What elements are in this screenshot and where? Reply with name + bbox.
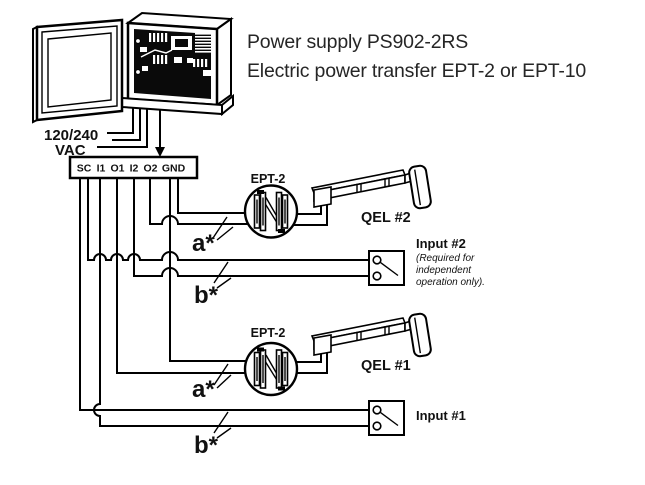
circuit-board-components: [135, 33, 212, 76]
title-line1: Power supply PS902-2RS: [247, 31, 468, 53]
ept-circle-bottom: [243, 341, 299, 397]
wire-label-b-bottom: b*: [194, 432, 219, 459]
hinge-screw: [135, 38, 141, 44]
vac-label: VAC: [55, 142, 86, 159]
wire-sc-to-input1: [79, 178, 369, 411]
feed-wire-2: [112, 108, 141, 141]
feed-wire-1: [107, 108, 134, 134]
cabinet-door: [32, 18, 124, 124]
input2-note-line3: operation only).: [416, 277, 485, 288]
ac-feed-wires: [97, 108, 148, 148]
cabinet-right-face: [216, 17, 232, 107]
wire-label-a-top: a*: [192, 230, 215, 257]
leader-a-bottom: [213, 363, 232, 389]
terminal-label-i1: I1: [97, 163, 106, 175]
leader-b-bottom: [213, 411, 232, 439]
input2-note-line1: (Required for: [416, 253, 475, 264]
terminal-label-gnd: GND: [162, 163, 186, 175]
qel2-device: [311, 163, 433, 211]
door-outer: [35, 18, 124, 122]
power-supply-cabinet: [32, 11, 234, 124]
input2-label: Input #2: [416, 236, 466, 251]
arrow-head-icon: [155, 147, 165, 157]
hinge-screw: [135, 69, 141, 75]
ept-bottom: [243, 341, 299, 397]
door-frame: [41, 25, 118, 114]
input1-label: Input #1: [416, 408, 466, 423]
input2-note-line2: independent: [416, 265, 472, 276]
terminal-label-sc: SC: [77, 163, 92, 175]
wire-label-b-top: b*: [194, 282, 219, 309]
leader-b-top: [213, 261, 232, 289]
qel2-label: QEL #2: [361, 210, 411, 226]
internal-wire: [140, 49, 173, 58]
leader-a-top: [212, 216, 234, 241]
qel1-label: QEL #1: [361, 358, 411, 374]
voltage-label: 120/240: [44, 127, 98, 144]
input2-switch: [368, 250, 405, 286]
terminal-label-i2: I2: [130, 163, 139, 175]
terminal-label-o1: O1: [110, 163, 124, 175]
ept-bottom-label: EPT-2: [251, 326, 286, 340]
wire-sc-to-input2: [87, 178, 369, 261]
wire-o1-to-ept1: [116, 178, 245, 374]
wire-ept2-to-qel2-lower: [293, 202, 328, 226]
ept-top-label: EPT-2: [251, 172, 286, 186]
qel1-device: [311, 311, 433, 359]
wire-i1-to-input1: [93, 178, 369, 427]
door-inner-panel: [47, 32, 112, 108]
wire-o2-to-ept2: [149, 178, 248, 225]
feed-wire-3: [97, 109, 148, 148]
cabinet-body: [121, 11, 234, 117]
supply-arrow: [155, 110, 165, 157]
cabinet-base-lip-side: [221, 93, 234, 117]
title-line2: Electric power transfer EPT-2 or EPT-10: [247, 60, 586, 82]
wire-label-a-bottom: a*: [192, 376, 215, 403]
ept-top: [243, 184, 299, 239]
ept-circle-top: [243, 184, 299, 239]
field-wiring: [79, 178, 369, 427]
wire-gnd-to-ept2: [177, 178, 245, 214]
wire-gnd-to-ept1: [169, 178, 246, 362]
input1-switch: [368, 400, 405, 436]
wire-i2-to-input2: [133, 178, 369, 277]
wire-ept1-to-qel1-lower: [297, 351, 328, 374]
terminal-label-o2: O2: [143, 163, 157, 175]
terminal-block: SC I1 O1 I2 O2 GND: [68, 155, 199, 180]
